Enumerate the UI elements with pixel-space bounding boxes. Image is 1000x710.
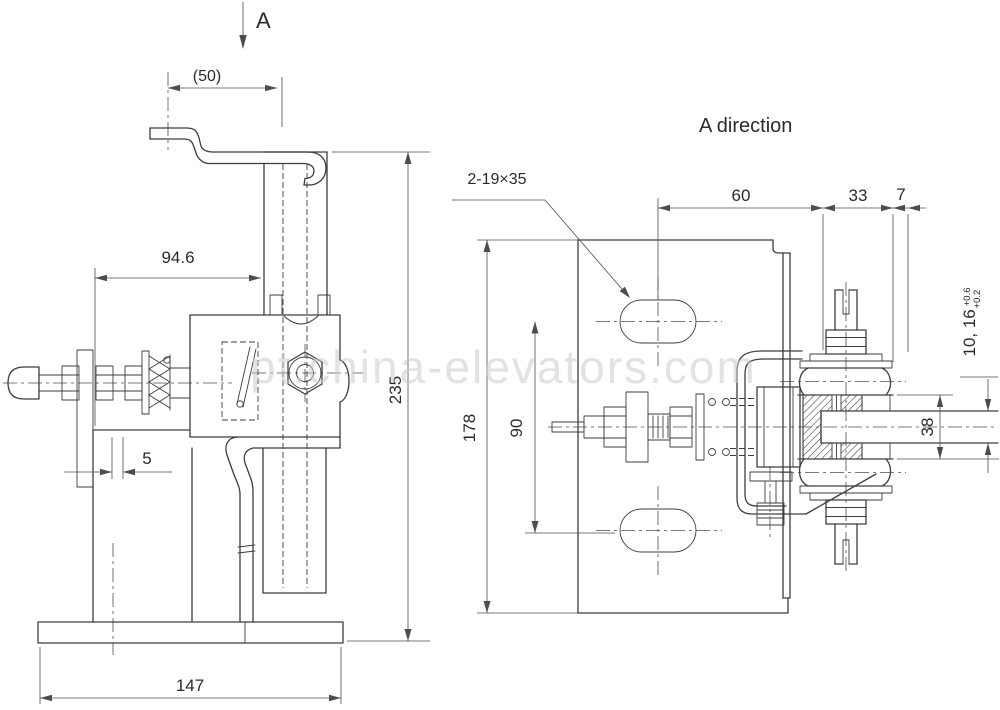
spring-cup [756,386,801,468]
hex-nut [61,365,80,401]
hanger-strip [225,436,241,623]
compression-spring [148,354,171,411]
dim-label: 38 [918,418,937,437]
shoe-bracket [189,294,363,623]
clip-strip [782,252,791,599]
dimension-plate-height: 178 [460,239,578,614]
dim-label-60: 60 [732,186,751,205]
dimension-top-width: (50) [168,68,283,127]
section-label: A [256,8,271,33]
rubber-barrel-top [798,367,892,396]
callout-slots: 2-19×35 [452,171,630,298]
dim-label: 94.6 [161,248,194,267]
hex-nut [756,502,785,526]
dimension-base-width: 147 [39,647,342,704]
rail-clip [149,72,327,186]
dim-label: 10, 16+0.6+0.2 [960,287,983,356]
dimension-height: 235 [332,151,430,642]
dim-label: 178 [460,414,479,442]
dimension-arm-length: 94.6 [94,248,261,426]
top-stud [834,289,858,331]
rail-blade [820,410,999,444]
dimension-liner-height: 38 [897,394,999,460]
sliding-shoe [780,282,999,572]
base-plate [37,621,344,644]
section-arrow: A [239,2,271,49]
mounting-plate [577,239,789,614]
dimension-chain-top: 60 33 7 [657,185,926,362]
section-arrowhead-icon [239,35,247,49]
hidden-liner [221,341,259,421]
hex-nut [669,406,693,448]
pedestal [76,349,193,655]
dimension-slot-spacing: 90 [507,321,615,534]
dimension-rail-gap: 10, 16+0.6+0.2 [960,287,998,473]
dim-label: 5 [142,449,151,468]
adjusting-bolt-chain [548,391,996,463]
dim-label: 147 [176,676,204,695]
dim-label-33: 33 [849,186,868,205]
dim-label-7: 7 [896,185,905,204]
view-title: A direction [699,115,792,137]
spring-anchor-plate [76,349,94,488]
dim-label: 235 [386,376,405,404]
spring-bolt-assembly [3,350,232,415]
bottom-nut [825,499,867,525]
spring-washer [141,350,150,415]
right-view: A direction [452,115,999,614]
bracket-sheet [736,350,877,538]
callout-label: 2-19×35 [467,171,526,188]
dim-label: 90 [507,419,526,438]
hex-bolt [252,344,363,402]
dim-label: (50) [193,68,221,85]
bottom-stud [834,523,858,565]
left-view: A [3,2,430,704]
backing-plate [695,393,705,461]
hex-nut [95,365,114,401]
guide-rail [262,151,328,594]
mounting-slots [596,277,722,575]
bolt-dome-head [7,366,40,400]
dimension-offset: 5 [64,437,172,479]
watermark-text: pt.china-elevators.com [250,341,757,393]
